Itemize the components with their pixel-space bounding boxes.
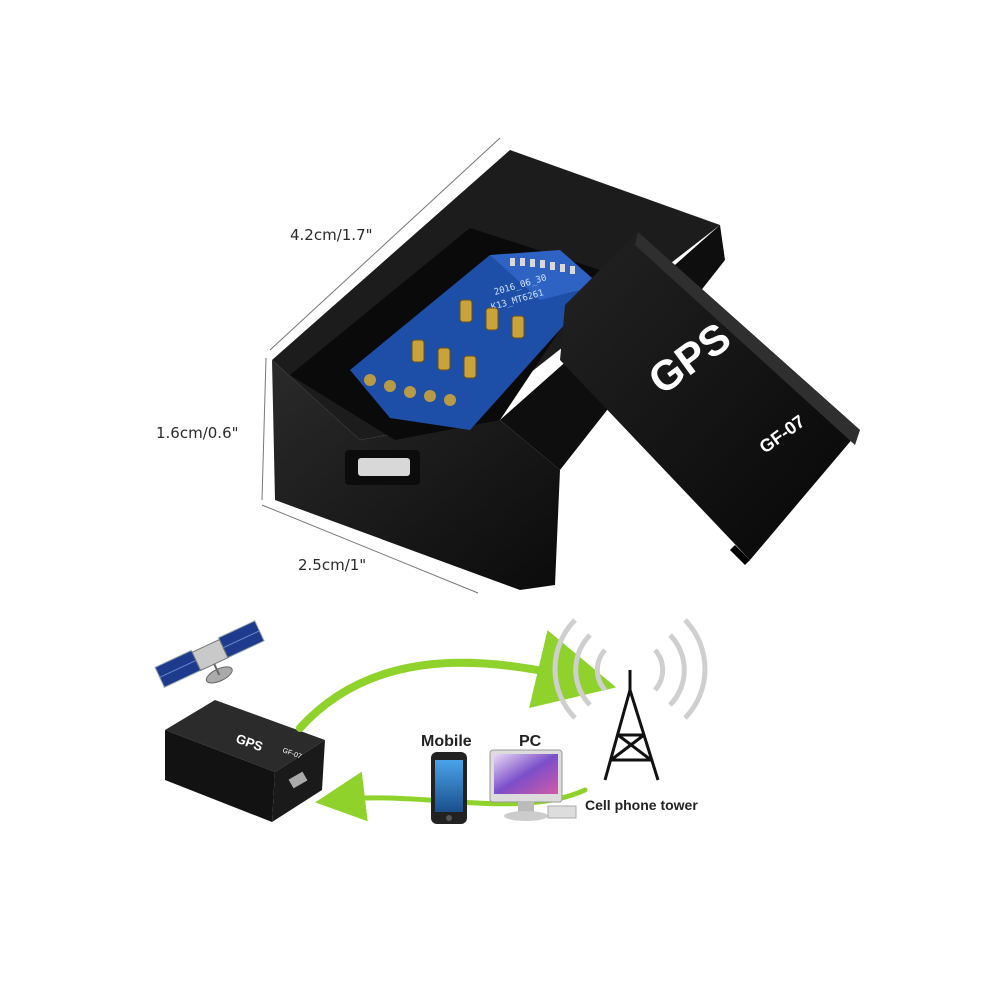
pin-header: [510, 258, 575, 274]
signal-waves-icon: [552, 618, 708, 720]
pc-monitor-icon: [489, 749, 577, 821]
satellite-icon: [154, 620, 265, 688]
cell-tower-label: Cell phone tower: [585, 797, 698, 813]
dimension-width-label: 2.5cm/1": [298, 556, 367, 574]
pcb-pads: [364, 374, 456, 406]
dimension-lines: [261, 137, 501, 594]
dimension-height-label: 1.6cm/0.6": [156, 424, 239, 442]
cell-tower-icon: [603, 670, 660, 781]
mobile-label: Mobile: [421, 733, 472, 750]
mobile-phone-icon: [431, 752, 467, 824]
diagram-device: GPS GF-07: [165, 700, 325, 822]
pc-label: PC: [519, 733, 542, 750]
device-lid: [560, 232, 860, 560]
sim-contacts: [411, 299, 525, 379]
dimension-length-label: 4.2cm/1.7": [290, 226, 373, 244]
gps-device: 2016_06_30 K13_MT6261: [272, 150, 860, 590]
arrow-to-tower: [296, 630, 617, 732]
